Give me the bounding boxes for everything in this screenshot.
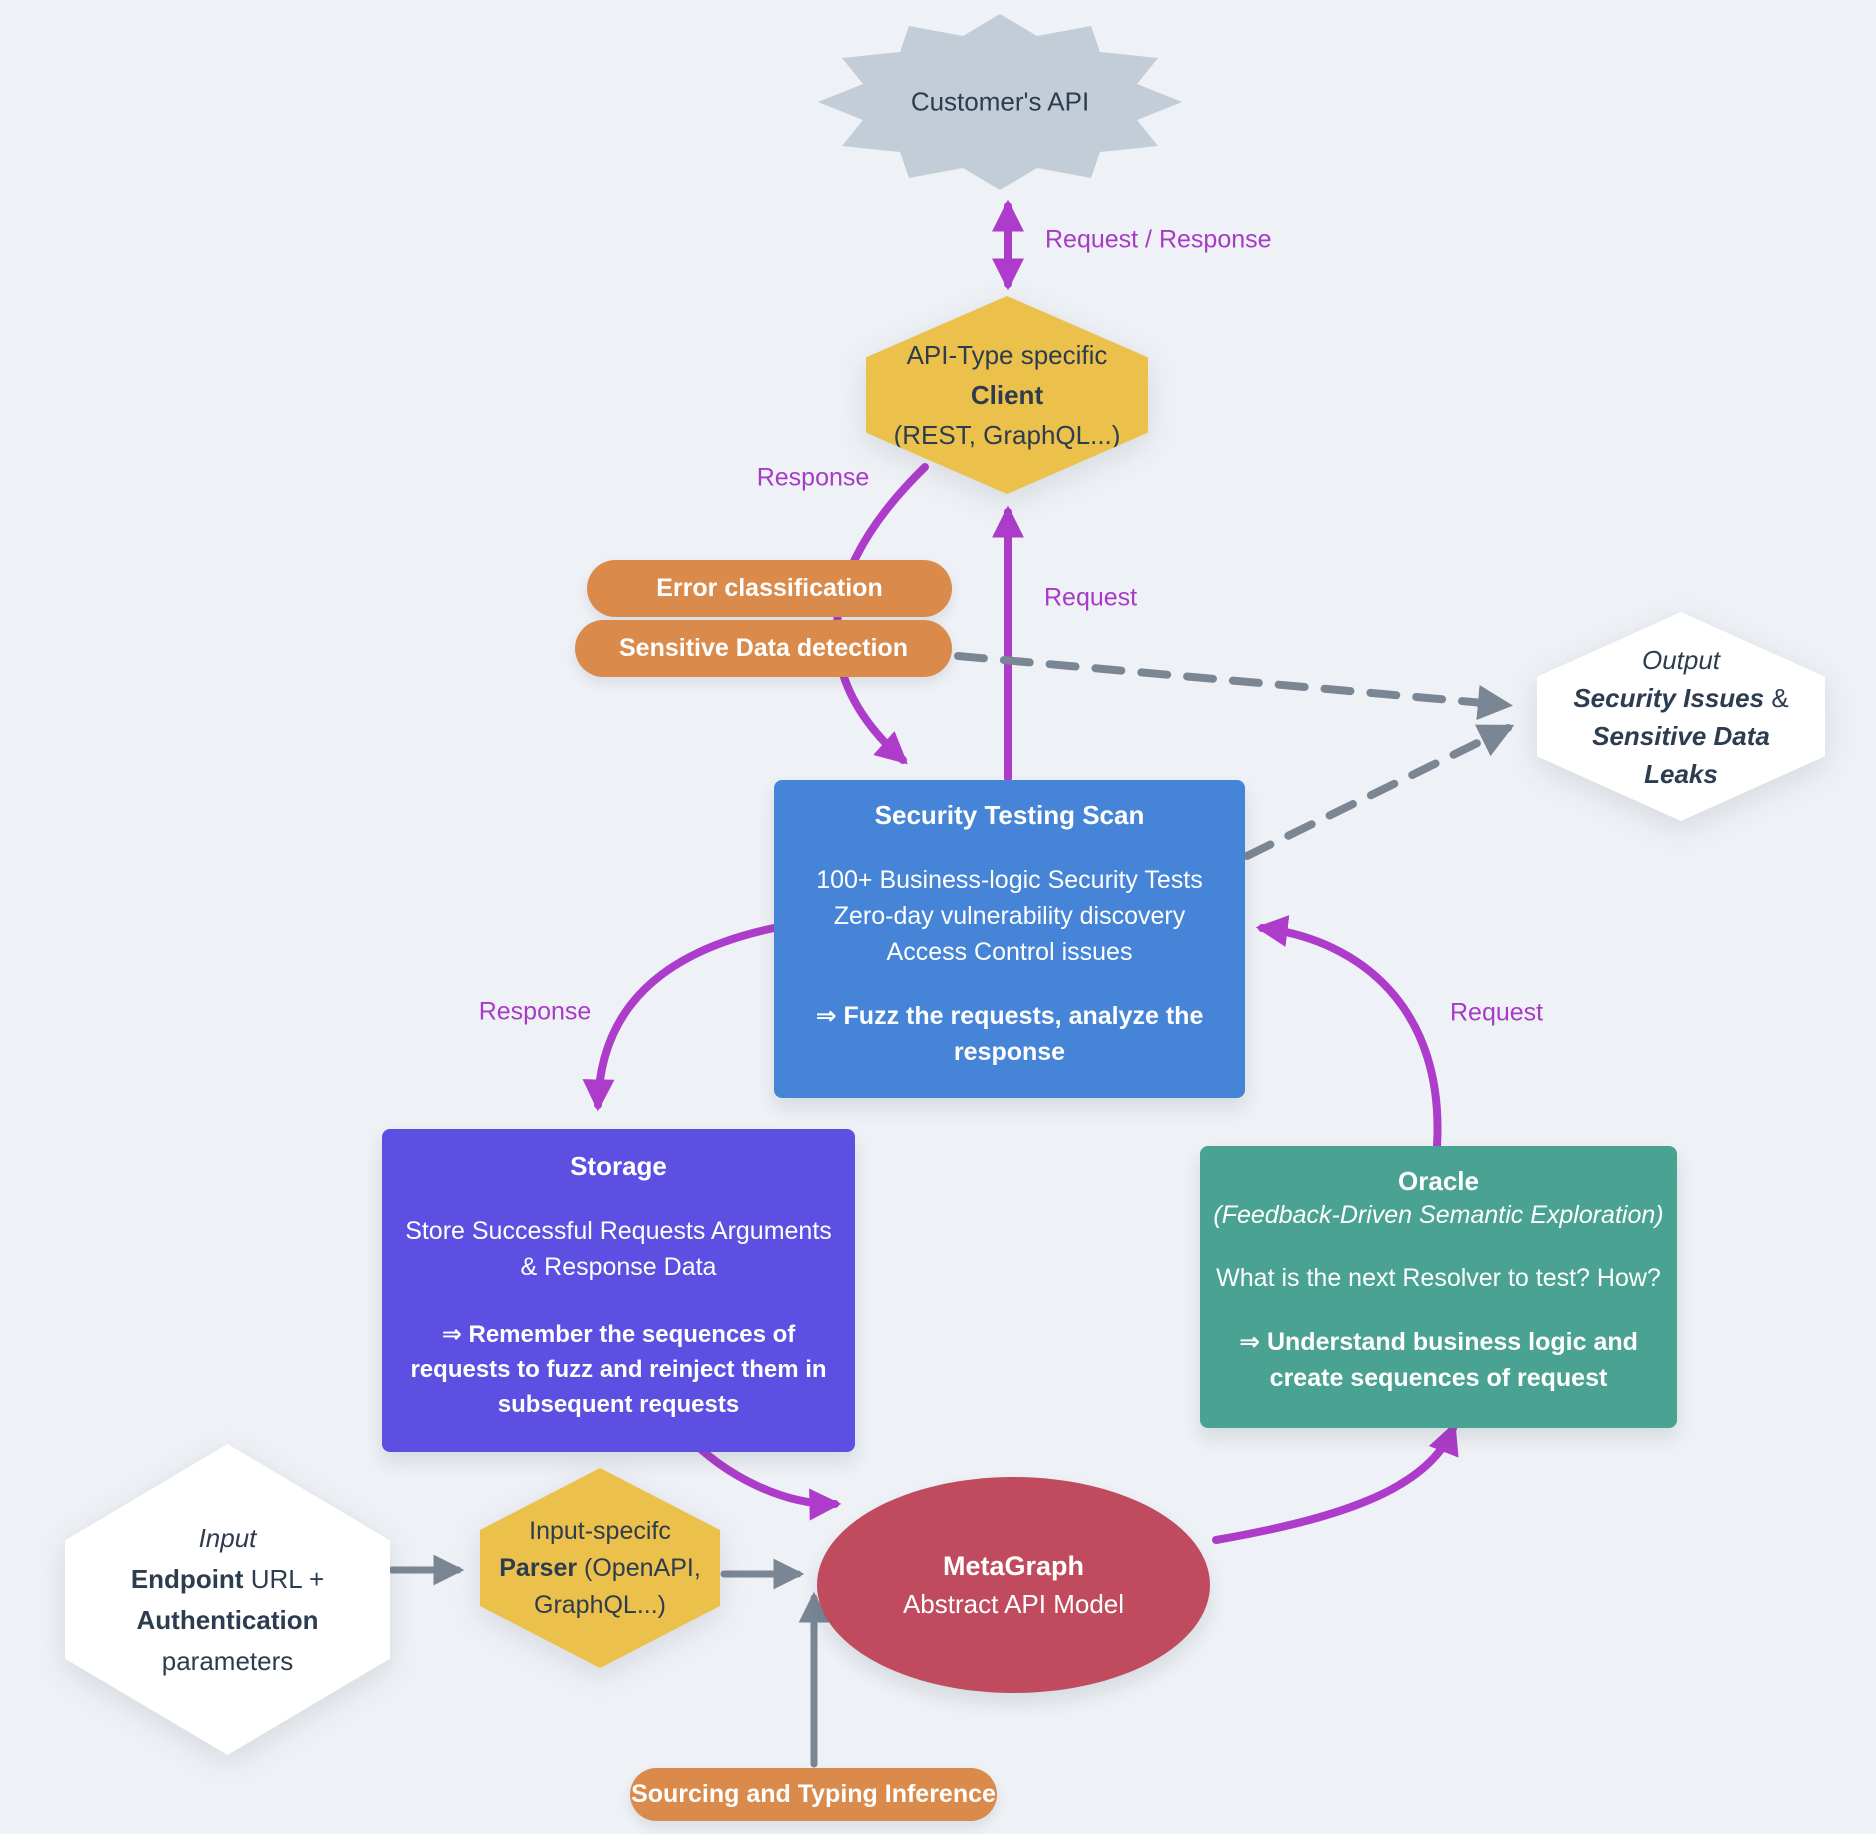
- oracle-body: What is the next Resolver to test? How?: [1216, 1264, 1661, 1292]
- parser-hexagon: Input-specifc Parser (OpenAPI, GraphQL..…: [480, 1468, 720, 1668]
- client-hexagon: API-Type specific Client (REST, GraphQL.…: [866, 296, 1148, 494]
- sensitive-data-pill: Sensitive Data detection: [575, 620, 952, 677]
- scan-emphasis: ⇒ Fuzz the requests, analyze the respons…: [815, 1002, 1204, 1066]
- metagraph-ellipse: MetaGraph Abstract API Model: [817, 1477, 1210, 1693]
- edge-scan-response-to-storage: [582, 924, 778, 1112]
- edge-label-request-oracle: Request: [1450, 998, 1544, 1027]
- security-testing-scan-box: Security Testing Scan 100+ Business-logi…: [774, 780, 1245, 1098]
- customer-api-label: Customer's API: [910, 86, 1090, 117]
- client-line1: API-Type specific: [906, 340, 1108, 370]
- output-line4: Leaks: [1644, 758, 1718, 789]
- edge-label-response-client: Response: [756, 463, 870, 492]
- edge-sensitive-to-output: [954, 652, 1514, 721]
- sourcing-label: Sourcing and Typing Inference: [631, 1780, 996, 1808]
- parser-line1: Input-specifc: [529, 1516, 671, 1545]
- metagraph-title: MetaGraph: [942, 1551, 1085, 1581]
- parser-line2: Parser (OpenAPI,: [499, 1553, 701, 1582]
- edge-label-request-response: Request / Response: [1045, 225, 1272, 254]
- storage-body: Store Successful Requests Arguments & Re…: [405, 1217, 832, 1281]
- storage-title: Storage: [570, 1151, 667, 1181]
- customer-api-cloud-shape: [818, 14, 1182, 190]
- input-hexagon: Input Endpoint URL + Authentication para…: [65, 1444, 390, 1755]
- client-line2: Client: [970, 380, 1044, 410]
- edge-metagraph-to-oracle: [1212, 1422, 1459, 1544]
- sourcing-pill: Sourcing and Typing Inference: [630, 1768, 997, 1821]
- output-line1: Output: [1641, 644, 1721, 675]
- output-line3: Sensitive Data: [1592, 720, 1770, 751]
- storage-box: Storage Store Successful Requests Argume…: [382, 1129, 855, 1452]
- input-line3: Authentication: [136, 1604, 319, 1635]
- scan-body-line2: Zero-day vulnerability discovery: [833, 902, 1186, 930]
- oracle-title: Oracle: [1398, 1166, 1479, 1196]
- edge-scan-to-output: [1243, 724, 1515, 860]
- sensitive-data-label: Sensitive Data detection: [619, 634, 908, 662]
- scan-body-line1: 100+ Business-logic Security Tests: [816, 866, 1203, 894]
- error-classification-label: Error classification: [656, 574, 883, 602]
- scan-title: Security Testing Scan: [874, 800, 1145, 830]
- scan-body-line3: Access Control issues: [886, 938, 1133, 966]
- edge-label-response-storage: Response: [478, 997, 592, 1026]
- oracle-box: Oracle (Feedback-Driven Semantic Explora…: [1200, 1146, 1677, 1428]
- client-line3: (REST, GraphQL...): [893, 420, 1121, 450]
- edge-label-request-client: Request: [1044, 583, 1138, 612]
- input-line4: parameters: [161, 1645, 294, 1676]
- parser-line3: GraphQL...): [534, 1590, 666, 1619]
- input-line1: Input: [198, 1522, 257, 1553]
- edge-oracle-request-to-scan: [1255, 915, 1442, 1150]
- oracle-subtitle: (Feedback-Driven Semantic Exploration): [1213, 1201, 1664, 1229]
- metagraph-subtitle: Abstract API Model: [902, 1589, 1125, 1619]
- error-classification-pill: Error classification: [587, 560, 952, 617]
- input-line2: Endpoint URL +: [130, 1563, 325, 1594]
- scan-body: 100+ Business-logic Security Tests Zero-…: [816, 862, 1203, 970]
- oracle-emphasis: ⇒ Understand business logic and create s…: [1239, 1328, 1638, 1392]
- output-line2: Security Issues &: [1573, 682, 1789, 713]
- storage-emphasis: ⇒ Remember the sequences of requests to …: [410, 1321, 827, 1418]
- output-hexagon: Output Security Issues & Sensitive Data …: [1537, 612, 1825, 821]
